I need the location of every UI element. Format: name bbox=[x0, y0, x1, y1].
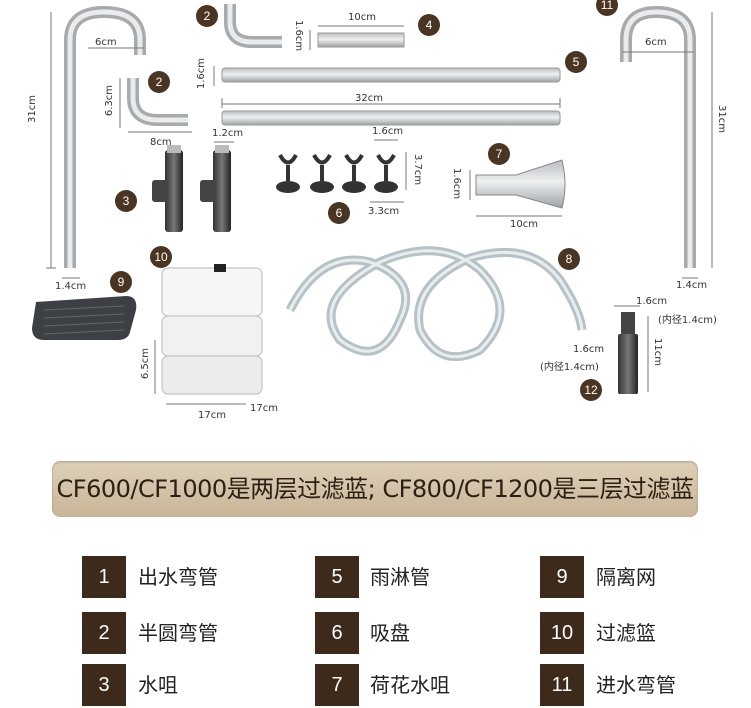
pipe11-height-dim: 31cm bbox=[716, 105, 727, 133]
half-round-elbow-shape-1 bbox=[119, 78, 192, 133]
separator-mesh-shape bbox=[32, 296, 137, 340]
legend-label: 过滤篮 bbox=[596, 621, 656, 645]
badge-2-top: 2 bbox=[196, 5, 218, 27]
hose-diameter-dim: 1.6cm bbox=[573, 344, 605, 355]
badge-8: 8 bbox=[558, 248, 580, 270]
clip-height-dim: 3.7cm bbox=[412, 154, 423, 186]
basket-width-dim: 17cm bbox=[198, 410, 226, 421]
badge-7: 7 bbox=[488, 143, 510, 165]
legend-num: 9 bbox=[540, 556, 584, 598]
spray-bar-length-dim: 32cm bbox=[355, 93, 383, 104]
badge-10: 10 bbox=[150, 246, 172, 268]
pipe11-width-dim: 6cm bbox=[645, 37, 667, 48]
badge-11: 11 bbox=[596, 0, 618, 16]
legend-label: 半圆弯管 bbox=[138, 621, 218, 645]
legend-num: 10 bbox=[540, 612, 584, 654]
legend-label: 隔离网 bbox=[596, 565, 656, 589]
badge-12: 12 bbox=[580, 379, 602, 401]
badge-5: 5 bbox=[565, 51, 587, 73]
elbow-diameter-dim: 1.6cm bbox=[293, 20, 304, 52]
pipe1-height-dim: 31cm bbox=[27, 95, 38, 123]
short-pipe-length-dim: 10cm bbox=[348, 12, 376, 23]
legend-num: 6 bbox=[315, 612, 359, 654]
intake-inner-dim: (内径1.4cm) bbox=[658, 315, 717, 326]
legend-num: 7 bbox=[315, 664, 359, 706]
intake-length-dim: 11cm bbox=[652, 338, 663, 366]
badge-6: 6 bbox=[328, 202, 350, 224]
spray-bar-shape bbox=[213, 66, 561, 126]
legend-num: 1 bbox=[82, 556, 126, 598]
badge-3: 3 bbox=[115, 190, 137, 212]
legend-label: 荷花水咀 bbox=[370, 673, 450, 697]
outflow-pipe-shape bbox=[46, 5, 146, 279]
badge-4: 4 bbox=[418, 14, 440, 36]
hose-shape bbox=[285, 246, 587, 362]
intake-strainer-shape bbox=[614, 305, 649, 394]
half-round-elbow-shape-2 bbox=[224, 4, 282, 48]
pipe1-diameter-dim: 1.4cm bbox=[55, 281, 87, 292]
lotus-nozzle-shape bbox=[469, 159, 566, 217]
short-pipe-shape bbox=[309, 25, 405, 50]
legend-num: 11 bbox=[540, 664, 584, 706]
clip-width-dim: 1.6cm bbox=[372, 126, 404, 137]
legend-num: 2 bbox=[82, 612, 126, 654]
legend-num: 3 bbox=[82, 664, 126, 706]
spray-bar-diameter-dim: 1.6cm bbox=[196, 58, 207, 90]
pipe1-width-dim: 6cm bbox=[95, 37, 117, 48]
badge-9: 9 bbox=[110, 271, 132, 293]
nozzle-diameter-dim: 1.2cm bbox=[212, 128, 244, 139]
legend-num: 5 bbox=[315, 556, 359, 598]
badge-2-left: 2 bbox=[148, 71, 170, 93]
lotus-length-dim: 10cm bbox=[510, 219, 538, 230]
basket-depth-dim: 17cm bbox=[250, 403, 278, 414]
legend-label: 水咀 bbox=[138, 673, 178, 697]
suction-cup-dim: 3.3cm bbox=[368, 206, 400, 217]
parts-diagram bbox=[32, 4, 713, 405]
legend-label: 雨淋管 bbox=[370, 565, 430, 589]
pipe11-diameter-dim: 1.4cm bbox=[676, 280, 708, 291]
nozzle-shape bbox=[152, 141, 234, 232]
basket-height-dim: 6.5cm bbox=[140, 348, 151, 380]
pipe2-height-dim: 6.3cm bbox=[104, 85, 115, 117]
suction-cup-shape bbox=[276, 139, 407, 203]
legend-label: 吸盘 bbox=[370, 621, 410, 645]
layer-info-banner: CF600/CF1000是两层过滤蓝; CF800/CF1200是三层过滤蓝 bbox=[52, 461, 698, 517]
pipe2-width-dim: 8cm bbox=[150, 137, 172, 148]
hose-inner-dim: (内径1.4cm) bbox=[540, 362, 599, 373]
intake-diameter-dim: 1.6cm bbox=[636, 296, 668, 307]
filter-basket-shape bbox=[154, 264, 263, 405]
lotus-diameter-dim: 1.6cm bbox=[451, 168, 462, 200]
inflow-pipe-shape bbox=[620, 5, 713, 279]
legend-label: 出水弯管 bbox=[138, 565, 218, 589]
legend-label: 进水弯管 bbox=[596, 673, 676, 697]
